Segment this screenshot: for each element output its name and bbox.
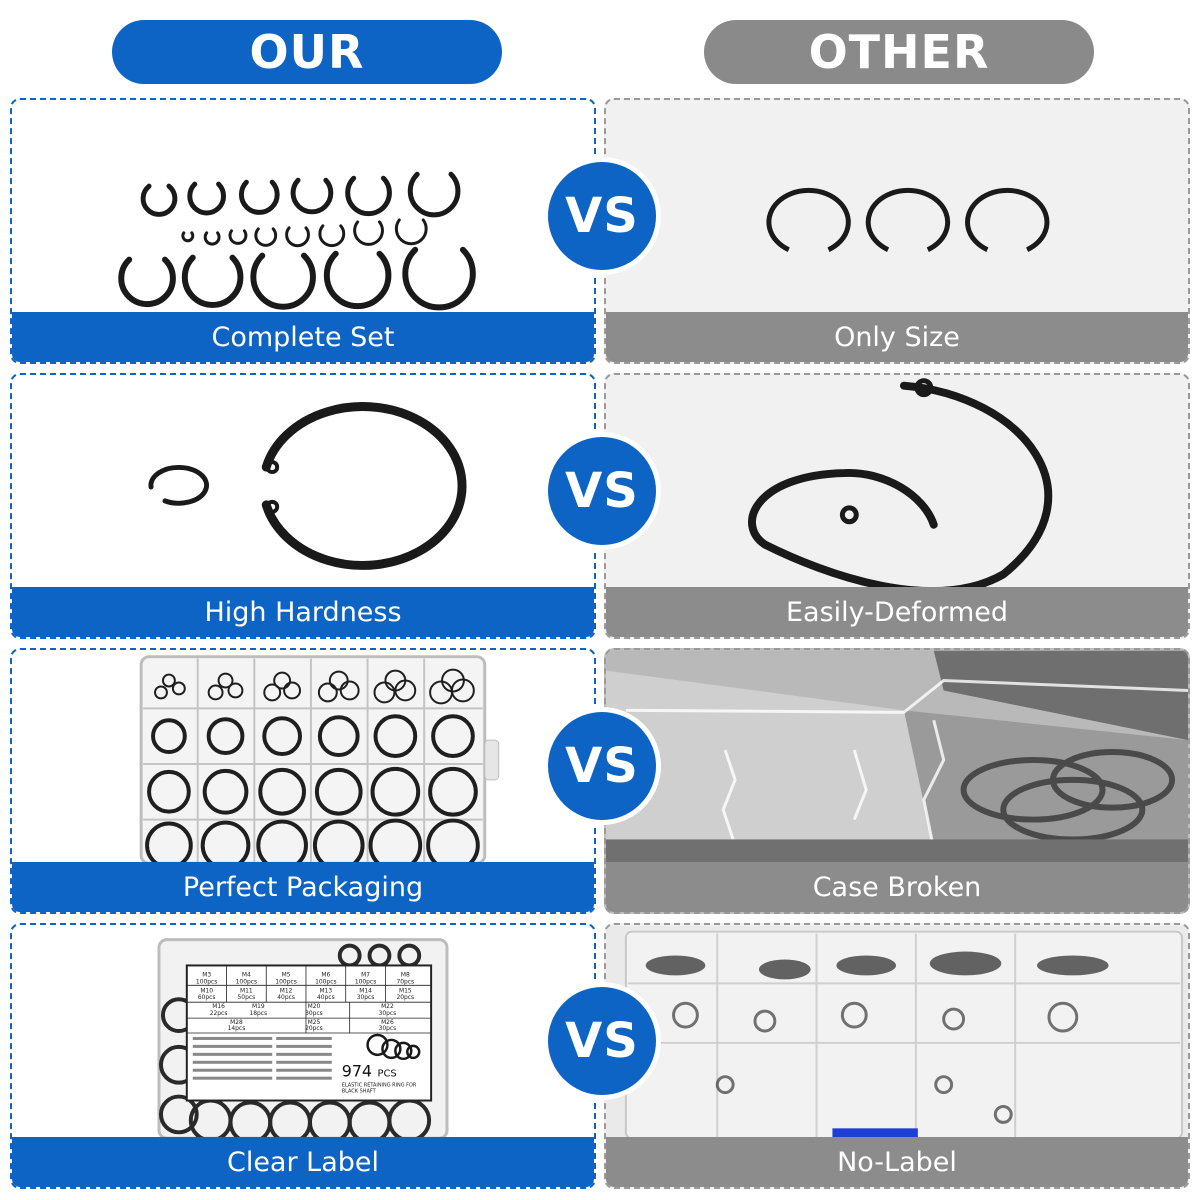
label-cell: 40pcs bbox=[317, 994, 335, 1001]
label-cell: M19 bbox=[252, 1003, 265, 1010]
other-panel-no-label: No-Label bbox=[604, 923, 1190, 1189]
label-cell: 70pcs bbox=[396, 978, 414, 985]
other-header-pill: OTHER bbox=[704, 20, 1094, 84]
label-cell: 14pcs bbox=[228, 1025, 246, 1032]
label-cell: M16 bbox=[212, 1003, 225, 1010]
label-cell: M5 bbox=[282, 971, 291, 978]
other-panel-case-broken: Case Broken bbox=[604, 648, 1190, 914]
label-cell: 100pcs bbox=[315, 978, 336, 985]
other-panel-only-size: Only Size bbox=[604, 98, 1190, 364]
label-cell: M15 bbox=[399, 987, 412, 994]
label-cell: M8 bbox=[401, 971, 410, 978]
our-panel-clear-label: M3 M4 M5 M6 M7 M8 100pcs 100pcs 100pcs 1… bbox=[10, 923, 596, 1189]
vs-badge-2: VS bbox=[543, 432, 661, 550]
label-cell: 18pcs bbox=[249, 1010, 267, 1017]
label-cell: 30pcs bbox=[379, 1010, 397, 1017]
our-caption-high-hardness: High Hardness bbox=[12, 587, 594, 637]
labeled-box-image: M3 M4 M5 M6 M7 M8 100pcs 100pcs 100pcs 1… bbox=[157, 938, 449, 1139]
only-size-rings-image bbox=[766, 187, 1050, 252]
our-caption-complete-set: Complete Set bbox=[12, 312, 594, 362]
label-cell: 60pcs bbox=[198, 994, 216, 1001]
label-cell: 100pcs bbox=[196, 978, 217, 985]
vs-badge-4: VS bbox=[543, 982, 661, 1100]
label-cell: M28 bbox=[230, 1019, 243, 1026]
label-cell: 50pcs bbox=[238, 994, 256, 1001]
easily-deformed-ring-image bbox=[748, 378, 1053, 589]
label-cell: 30pcs bbox=[305, 1010, 323, 1017]
label-cell: M20 bbox=[308, 1003, 321, 1010]
label-cell: 20pcs bbox=[305, 1025, 323, 1032]
other-caption-case-broken: Case Broken bbox=[606, 862, 1188, 912]
unlabeled-box-image bbox=[606, 925, 1188, 1139]
label-count-unit: PCS bbox=[377, 1069, 396, 1080]
other-caption-easily-deformed: Easily-Deformed bbox=[606, 587, 1188, 637]
label-desc-2: BLACK SHAFT bbox=[342, 1089, 377, 1095]
label-cell: 22pcs bbox=[210, 1010, 228, 1017]
label-cell: M10 bbox=[200, 987, 213, 994]
label-cell: 30pcs bbox=[357, 994, 375, 1001]
our-panel-high-hardness: High Hardness bbox=[10, 373, 596, 639]
our-header-pill: OUR bbox=[112, 20, 502, 84]
high-hardness-rings-image bbox=[148, 402, 467, 570]
label-cell: 40pcs bbox=[277, 994, 295, 1001]
other-panel-easily-deformed: Easily-Deformed bbox=[604, 373, 1190, 639]
label-cell: M13 bbox=[319, 987, 332, 994]
label-cell: 20pcs bbox=[396, 994, 414, 1001]
other-caption-only-size: Only Size bbox=[606, 312, 1188, 362]
label-desc-1: ELASTIC RETAINING RING FOR bbox=[342, 1083, 417, 1089]
label-cell: M12 bbox=[280, 987, 293, 994]
label-cell: M26 bbox=[381, 1019, 394, 1026]
complete-set-rings-image bbox=[118, 171, 476, 311]
label-cell: 100pcs bbox=[275, 978, 296, 985]
label-cell: M6 bbox=[321, 971, 330, 978]
our-caption-clear-label: Clear Label bbox=[12, 1137, 594, 1187]
other-caption-no-label: No-Label bbox=[606, 1137, 1188, 1187]
our-panel-complete-set: Complete Set bbox=[10, 98, 596, 364]
label-cell: M4 bbox=[242, 971, 251, 978]
label-cell: M11 bbox=[240, 987, 253, 994]
label-cell: M7 bbox=[361, 971, 370, 978]
label-cell: M25 bbox=[308, 1019, 321, 1026]
organizer-box-image bbox=[139, 655, 500, 864]
our-panel-perfect-packaging: Perfect Packaging bbox=[10, 648, 596, 914]
label-cell: 100pcs bbox=[355, 978, 376, 985]
label-cell: M14 bbox=[359, 987, 372, 994]
label-cell: 30pcs bbox=[379, 1025, 397, 1032]
label-count: 974 bbox=[342, 1062, 372, 1081]
vs-badge-1: VS bbox=[543, 157, 661, 275]
label-cell: M22 bbox=[381, 1003, 394, 1010]
label-cell: 100pcs bbox=[236, 978, 257, 985]
label-cell: M3 bbox=[202, 971, 211, 978]
our-caption-perfect-packaging: Perfect Packaging bbox=[12, 862, 594, 912]
vs-badge-3: VS bbox=[543, 707, 661, 825]
broken-case-image bbox=[606, 650, 1188, 864]
